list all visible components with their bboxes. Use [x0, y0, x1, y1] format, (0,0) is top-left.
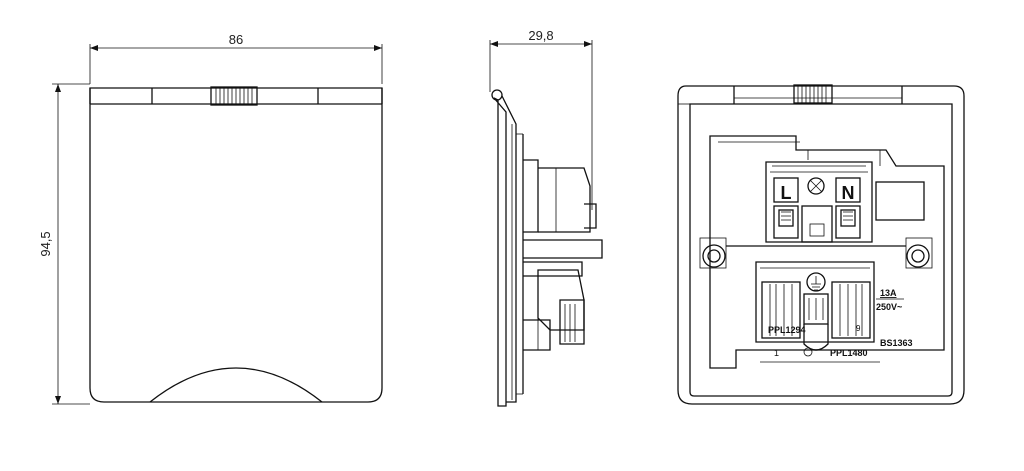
earth-terminal [803, 272, 829, 351]
part-code-left-label: PPL1294 [768, 325, 806, 335]
depth-label: 29,8 [528, 28, 553, 43]
right-screw-lug [905, 237, 933, 269]
neutral-terminal-clamp [835, 205, 861, 239]
mark-one-label: 1 [774, 348, 779, 358]
neutral-terminal-label: N [842, 183, 855, 203]
left-screw-lug [699, 237, 727, 269]
live-terminal-clamp [773, 205, 799, 239]
width-dimension: 86 [89, 32, 383, 84]
width-label: 86 [229, 32, 243, 47]
rear-square-cutout [875, 181, 925, 221]
live-terminal-label: L [781, 183, 792, 203]
center-screw [807, 177, 825, 195]
lid-thumb-recess [149, 367, 323, 403]
front-lid-outline [89, 87, 383, 403]
rear-view: L N [677, 84, 965, 405]
rating-current-label: 13A [880, 288, 897, 298]
rating-voltage-label: 250V~ [876, 302, 902, 312]
front-hinge-spring [210, 86, 258, 106]
front-view: 86 94,5 [38, 32, 383, 405]
mark-nine-label: 9 [856, 324, 861, 333]
side-view: 29,8 [489, 28, 603, 407]
rear-outer-frame [677, 85, 965, 405]
height-label: 94,5 [38, 231, 53, 256]
rear-hinge-spring [793, 84, 833, 104]
depth-dimension: 29,8 [489, 28, 593, 210]
standard-label: BS1363 [880, 338, 913, 348]
part-code-bottom-label: PPL1480 [830, 348, 868, 358]
height-dimension: 94,5 [38, 83, 90, 405]
